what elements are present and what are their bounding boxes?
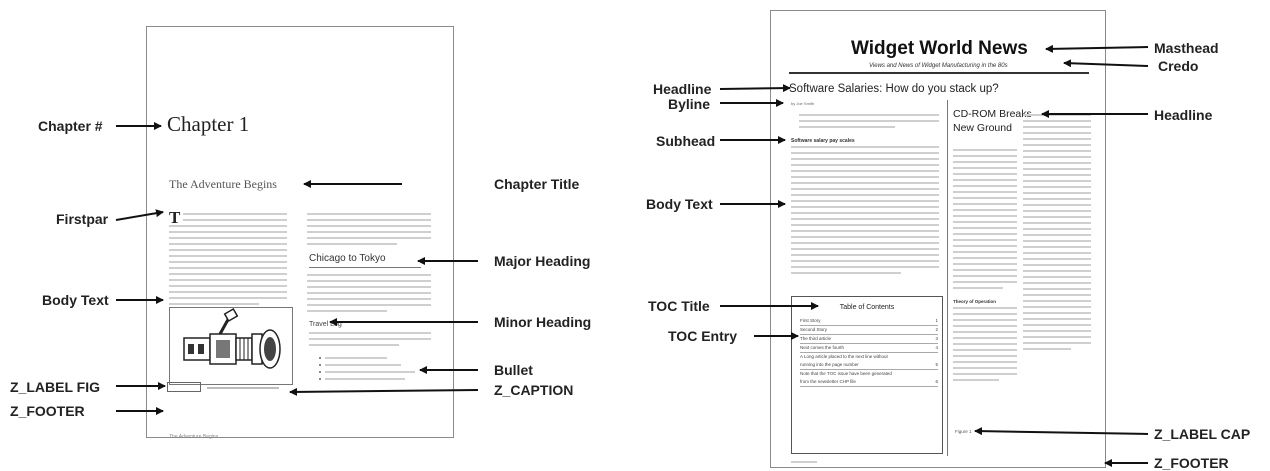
byline: by Joe Smith	[791, 101, 815, 106]
label-credo: Credo	[1158, 58, 1199, 74]
chapter-number: Chapter 1	[167, 112, 250, 136]
label-z-label-cap: Z_LABEL CAP	[1154, 426, 1251, 442]
label-major-heading: Major Heading	[494, 253, 591, 269]
toc-entry: Note that the TOC issue have been genera…	[800, 371, 892, 376]
masthead: Widget World News	[851, 38, 1028, 59]
side-headline: CD-ROM Breaks New Ground	[953, 108, 1032, 134]
chapter-title: The Adventure Begins	[169, 177, 277, 191]
label-byline: Byline	[668, 96, 711, 112]
label-headline-right: Headline	[1154, 107, 1213, 123]
arrow-label-cap	[974, 427, 1149, 436]
figure-frame	[169, 307, 293, 385]
arrow-firstpar	[115, 209, 164, 221]
label-bullet: Bullet	[494, 362, 533, 378]
newsletter-page: Widget World News Views and News of Widg…	[770, 10, 1106, 468]
label-z-footer-right: Z_FOOTER	[1154, 455, 1229, 471]
toc-title: Table of Contents	[839, 304, 895, 311]
label-subhead: Subhead	[656, 133, 716, 149]
minor-heading: Travel Log	[309, 321, 342, 328]
label-body-text-left: Body Text	[42, 292, 109, 308]
headline: Software Salaries: How do you stack up?	[789, 83, 999, 95]
major-heading: Chicago to Tokyo	[309, 253, 386, 264]
credo: Views and News of Widget Manufacturing i…	[869, 63, 1008, 69]
label-minor-heading: Minor Heading	[494, 314, 592, 330]
chapter-footer: The Adventure Begins	[169, 434, 219, 440]
bullet-item	[319, 357, 321, 359]
label-toc-entry: TOC Entry	[668, 328, 737, 344]
video-camera-illustration	[183, 308, 281, 369]
bullet-item	[319, 378, 321, 380]
figure-caption	[207, 387, 279, 389]
label-firstpar: Firstpar	[56, 211, 109, 227]
arrow-caption	[289, 387, 479, 396]
major-heading-rule	[309, 267, 421, 268]
theory-heading: Theory of Operation	[953, 299, 997, 304]
drop-cap: T	[169, 208, 181, 227]
masthead-rule	[789, 72, 1089, 74]
bullet-item	[319, 371, 321, 373]
label-z-footer-left: Z_FOOTER	[10, 403, 85, 419]
label-cap: Figure 1	[955, 429, 972, 434]
arrow-masthead	[1045, 44, 1149, 53]
toc-entry: A Long article placed to the next line w…	[800, 354, 888, 359]
label-chapter-title: Chapter Title	[494, 176, 580, 192]
label-headline-left: Headline	[653, 81, 712, 97]
column-rule	[947, 100, 948, 456]
arrow-headline-left	[719, 84, 791, 93]
page-footer	[791, 461, 817, 463]
subhead: Software salary pay scales	[791, 138, 855, 144]
label-body-text-right: Body Text	[646, 196, 713, 212]
label-chapter-num: Chapter #	[38, 118, 103, 134]
label-z-label-fig: Z_LABEL FIG	[10, 379, 100, 395]
label-z-caption: Z_CAPTION	[494, 382, 574, 398]
arrow-credo	[1063, 59, 1149, 68]
label-toc-title: TOC Title	[648, 298, 710, 314]
label-masthead: Masthead	[1154, 40, 1219, 56]
bullet-item	[319, 364, 321, 366]
figure-label-box	[167, 382, 201, 392]
chapter-page: Chapter 1 The Adventure Begins T Chicago…	[146, 26, 454, 440]
